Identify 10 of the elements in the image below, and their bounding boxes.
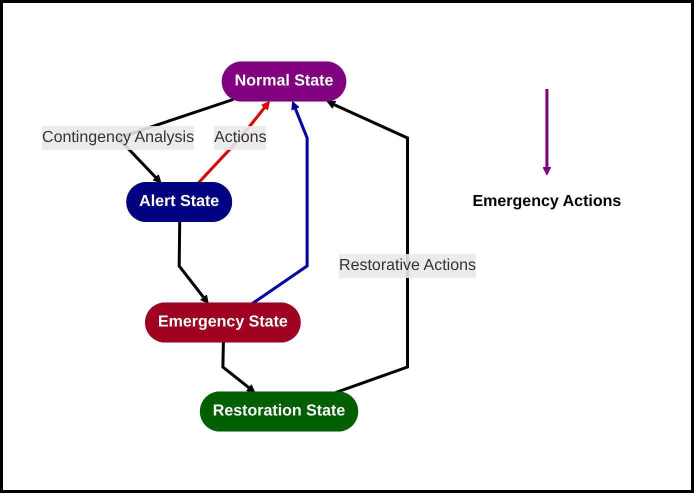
arrow <box>542 89 552 176</box>
arrow <box>222 342 256 393</box>
arrow <box>327 100 410 394</box>
arrow <box>178 222 210 304</box>
arrow <box>252 101 309 305</box>
edge-label: Actions <box>214 128 267 146</box>
edge-label: Restorative Actions <box>339 256 476 274</box>
edge-label: Contingency Analysis <box>42 128 194 146</box>
node-text: Emergency Actions <box>472 192 622 210</box>
arrow <box>198 101 270 184</box>
